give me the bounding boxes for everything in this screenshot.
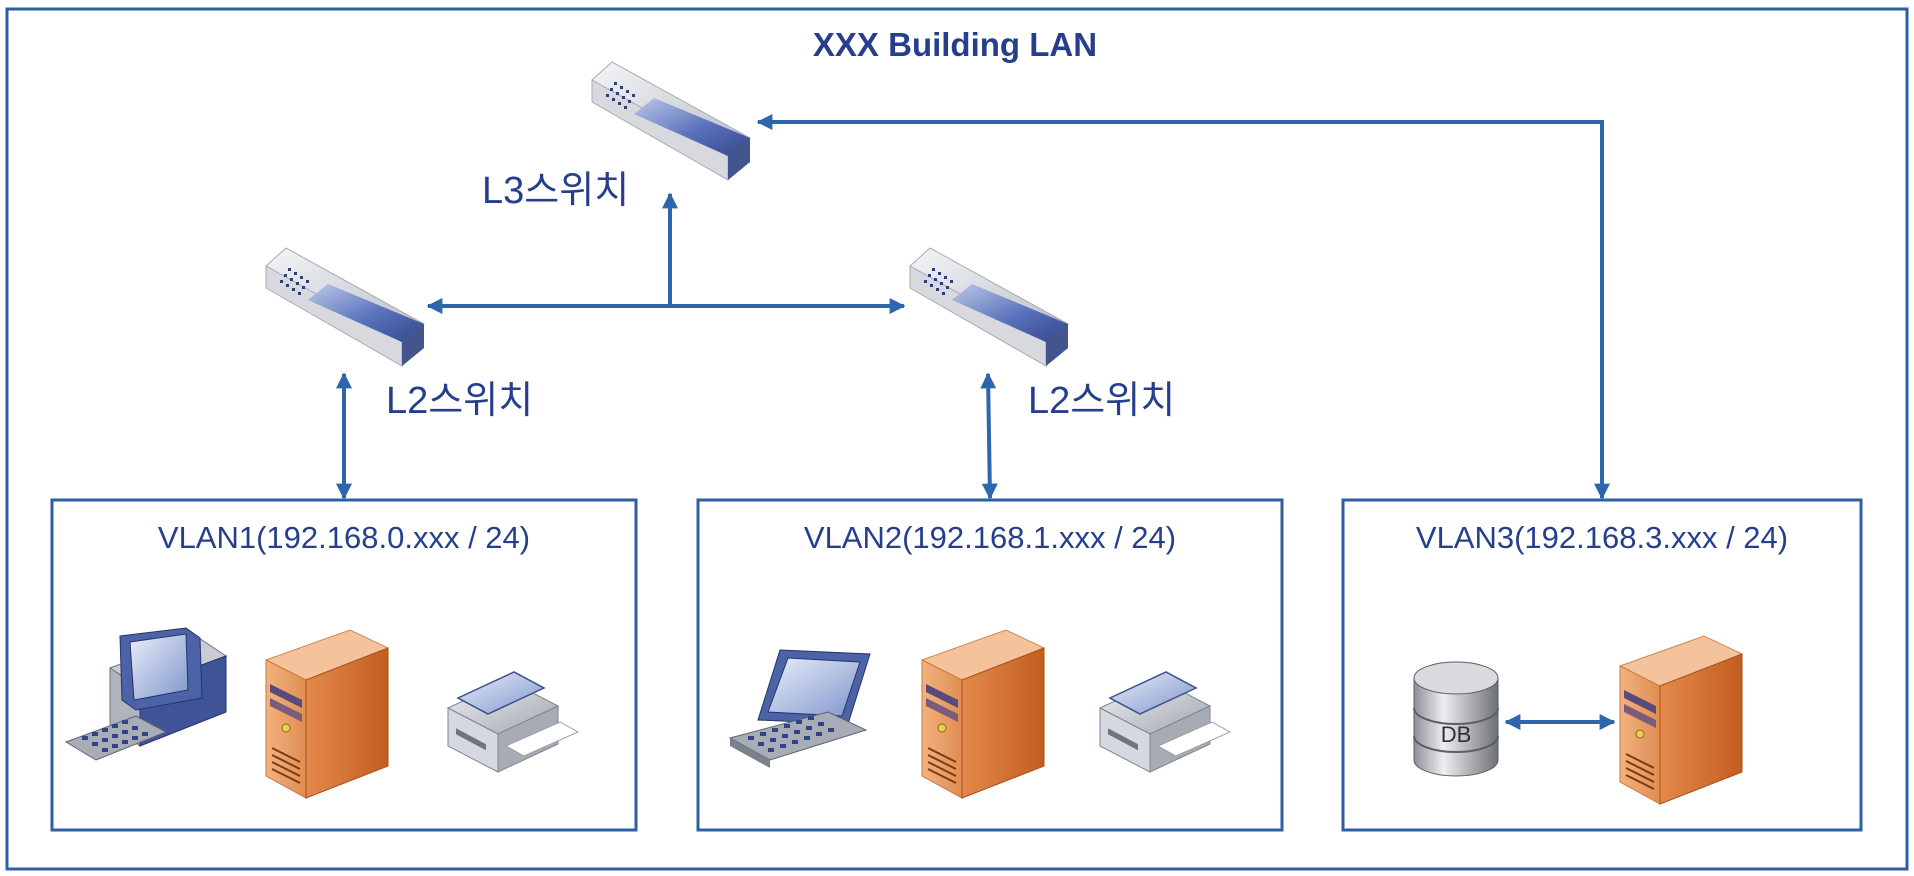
l3-switch-icon xyxy=(591,61,751,181)
vlan3-label: VLAN3(192.168.3.xxx / 24) xyxy=(1416,520,1788,555)
vlan1-box xyxy=(50,498,638,832)
laptop-icon xyxy=(728,649,871,768)
vlan2-box xyxy=(696,498,1284,832)
l3-switch-label: L3스위치 xyxy=(482,170,629,212)
vlan1-label: VLAN1(192.168.0.xxx / 24) xyxy=(158,520,530,555)
arrow-l3-to-vlan3 xyxy=(756,114,1610,500)
printer-icon xyxy=(1099,671,1231,773)
desktop-computer-icon xyxy=(64,627,228,761)
server-tower-icon xyxy=(265,629,389,799)
server-tower-icon xyxy=(921,629,1045,799)
l2-switch-right-label: L2스위치 xyxy=(1028,380,1175,422)
server-tower-icon xyxy=(1619,635,1743,805)
printer-icon xyxy=(447,671,579,773)
database-icon: DB xyxy=(1413,661,1499,777)
l2-switch-left-label: L2스위치 xyxy=(386,380,533,422)
l2-switch-right-icon xyxy=(909,247,1069,367)
arrow-right-l2-vlan2 xyxy=(980,372,998,500)
l2-switch-left-icon xyxy=(265,247,425,367)
vlan3-box xyxy=(1341,498,1863,832)
diagram-title: XXX Building LAN xyxy=(813,26,1097,63)
vlan2-label: VLAN2(192.168.1.xxx / 24) xyxy=(804,520,1176,555)
building-lan-frame xyxy=(5,7,1909,871)
database-label: DB xyxy=(1441,722,1472,747)
